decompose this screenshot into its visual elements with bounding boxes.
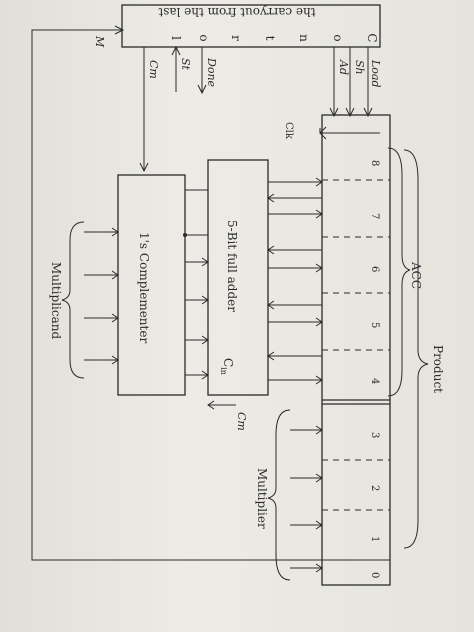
sh-label: Sh bbox=[353, 60, 366, 75]
product-label: Product bbox=[431, 345, 445, 393]
bit-5: 5 bbox=[369, 322, 380, 328]
complementer-box bbox=[117, 174, 186, 396]
control-letter-c: C bbox=[365, 33, 379, 42]
ad-arrow bbox=[329, 107, 339, 118]
m-label: M bbox=[93, 35, 106, 48]
cin-label: Cin bbox=[219, 358, 235, 375]
control-letter-r: r bbox=[229, 35, 243, 41]
complementer-label: 1's Complementer bbox=[137, 232, 151, 343]
control-box bbox=[121, 4, 381, 48]
m-arrow bbox=[114, 25, 125, 35]
adder-label: 5-Bit full adder bbox=[225, 220, 239, 312]
multiplier-label: Multiplier bbox=[255, 468, 269, 529]
multiplier-inputs bbox=[290, 425, 323, 573]
st-arrow bbox=[171, 45, 181, 56]
control-letter-t: t bbox=[263, 36, 277, 41]
bit-2: 2 bbox=[369, 485, 380, 491]
control-letters: C o n t r o l bbox=[169, 33, 379, 42]
control-letter-l: l bbox=[169, 36, 183, 40]
product-brace bbox=[403, 149, 429, 549]
multiplicand-brace bbox=[61, 221, 85, 379]
bit-4: 4 bbox=[369, 378, 380, 384]
clk-triangle bbox=[319, 126, 327, 140]
bit-dividers bbox=[322, 179, 390, 561]
bit-1: 1 bbox=[369, 536, 380, 542]
control-letter-o2: o bbox=[197, 34, 211, 41]
st-label: St bbox=[179, 58, 192, 71]
multiplier-brace bbox=[267, 409, 291, 581]
bit-3: 3 bbox=[369, 432, 380, 438]
control-letter-n: n bbox=[297, 34, 311, 42]
control-letter-o1: o bbox=[331, 34, 345, 41]
acc-brace bbox=[387, 147, 411, 397]
multiplicand-label: Multiplicand bbox=[49, 262, 63, 339]
bit-7: 7 bbox=[369, 213, 380, 219]
bit-6: 6 bbox=[369, 266, 380, 272]
bit-numbers: 8 7 6 5 4 3 2 1 0 bbox=[369, 160, 380, 578]
load-label: Load bbox=[369, 59, 382, 88]
done-arrow bbox=[197, 84, 207, 95]
complementer-to-adder-arrows bbox=[185, 257, 209, 380]
load-arrow bbox=[363, 107, 373, 118]
ad-label: Ad bbox=[337, 59, 350, 75]
cm-in-arrow bbox=[207, 400, 215, 410]
clk-line bbox=[319, 128, 380, 134]
carry-loop bbox=[184, 189, 208, 236]
acc-to-adder-arrows bbox=[267, 193, 322, 361]
bit-0: 0 bbox=[369, 572, 380, 578]
m-feedback-line bbox=[31, 29, 391, 561]
sh-arrow bbox=[345, 107, 355, 118]
cm-arrow bbox=[139, 162, 149, 173]
cm-in-label: Cm bbox=[235, 412, 248, 431]
multiplicand-inputs bbox=[84, 227, 119, 365]
cm-label: Cm bbox=[147, 60, 160, 79]
adder-to-acc-arrows bbox=[268, 177, 323, 385]
header-text: the carryout from the last bbox=[158, 5, 315, 19]
bit-8: 8 bbox=[369, 160, 380, 166]
done-label: Done bbox=[205, 57, 218, 88]
clk-label: Clk bbox=[283, 122, 294, 140]
adder-box bbox=[207, 159, 269, 396]
acc-label: ACC bbox=[409, 261, 423, 289]
